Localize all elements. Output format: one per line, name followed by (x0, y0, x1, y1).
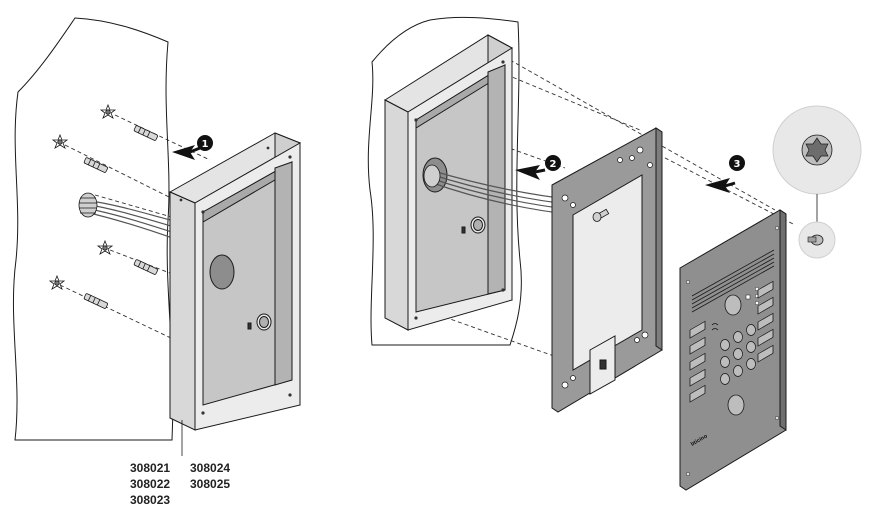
torx-screw-detail (772, 105, 862, 259)
product-code: 308025 (190, 477, 230, 491)
screw-icon (592, 208, 610, 222)
wall-plug-icon (83, 125, 158, 309)
keypad-icon (720, 324, 756, 385)
screw-hole-icon (685, 225, 780, 477)
mounting-plate (551, 127, 663, 413)
arrow-step-2 (515, 165, 546, 180)
mounting-box-step-1 (168, 132, 302, 431)
product-code: 308023 (130, 493, 170, 507)
step-badge-3: 3 (729, 155, 745, 171)
mounting-box-step-2 (383, 34, 513, 331)
arrow-step-1 (172, 145, 201, 160)
plate-hole-icon (561, 146, 653, 389)
arrow-step-3 (705, 178, 736, 193)
step-badge-1: 1 (197, 135, 213, 151)
product-code: 308022 (130, 477, 170, 491)
torx-icon (805, 137, 829, 163)
speaker-grille-icon (691, 249, 775, 313)
microphone-icon (727, 394, 745, 416)
cable-bundle-left (84, 199, 179, 241)
product-code: 308021 (130, 461, 170, 475)
wall-outline-left (12, 17, 174, 441)
wall-hole-icon (48, 103, 117, 290)
svg-text:3: 3 (734, 159, 741, 170)
cable-sleeve-icon (78, 192, 98, 218)
call-button-icon (689, 280, 774, 403)
cable-sleeve-icon (423, 164, 441, 188)
wall-outline-middle (367, 16, 522, 346)
svg-text:1: 1 (202, 139, 209, 150)
guide-lines-step-1 (59, 114, 211, 341)
screw-hole-icon (179, 146, 292, 415)
step-badge-2: 2 (545, 155, 561, 171)
front-panel (679, 209, 787, 491)
screw-hole-icon (414, 60, 505, 320)
product-code: 308024 (190, 461, 230, 475)
svg-text:2: 2 (550, 159, 557, 170)
